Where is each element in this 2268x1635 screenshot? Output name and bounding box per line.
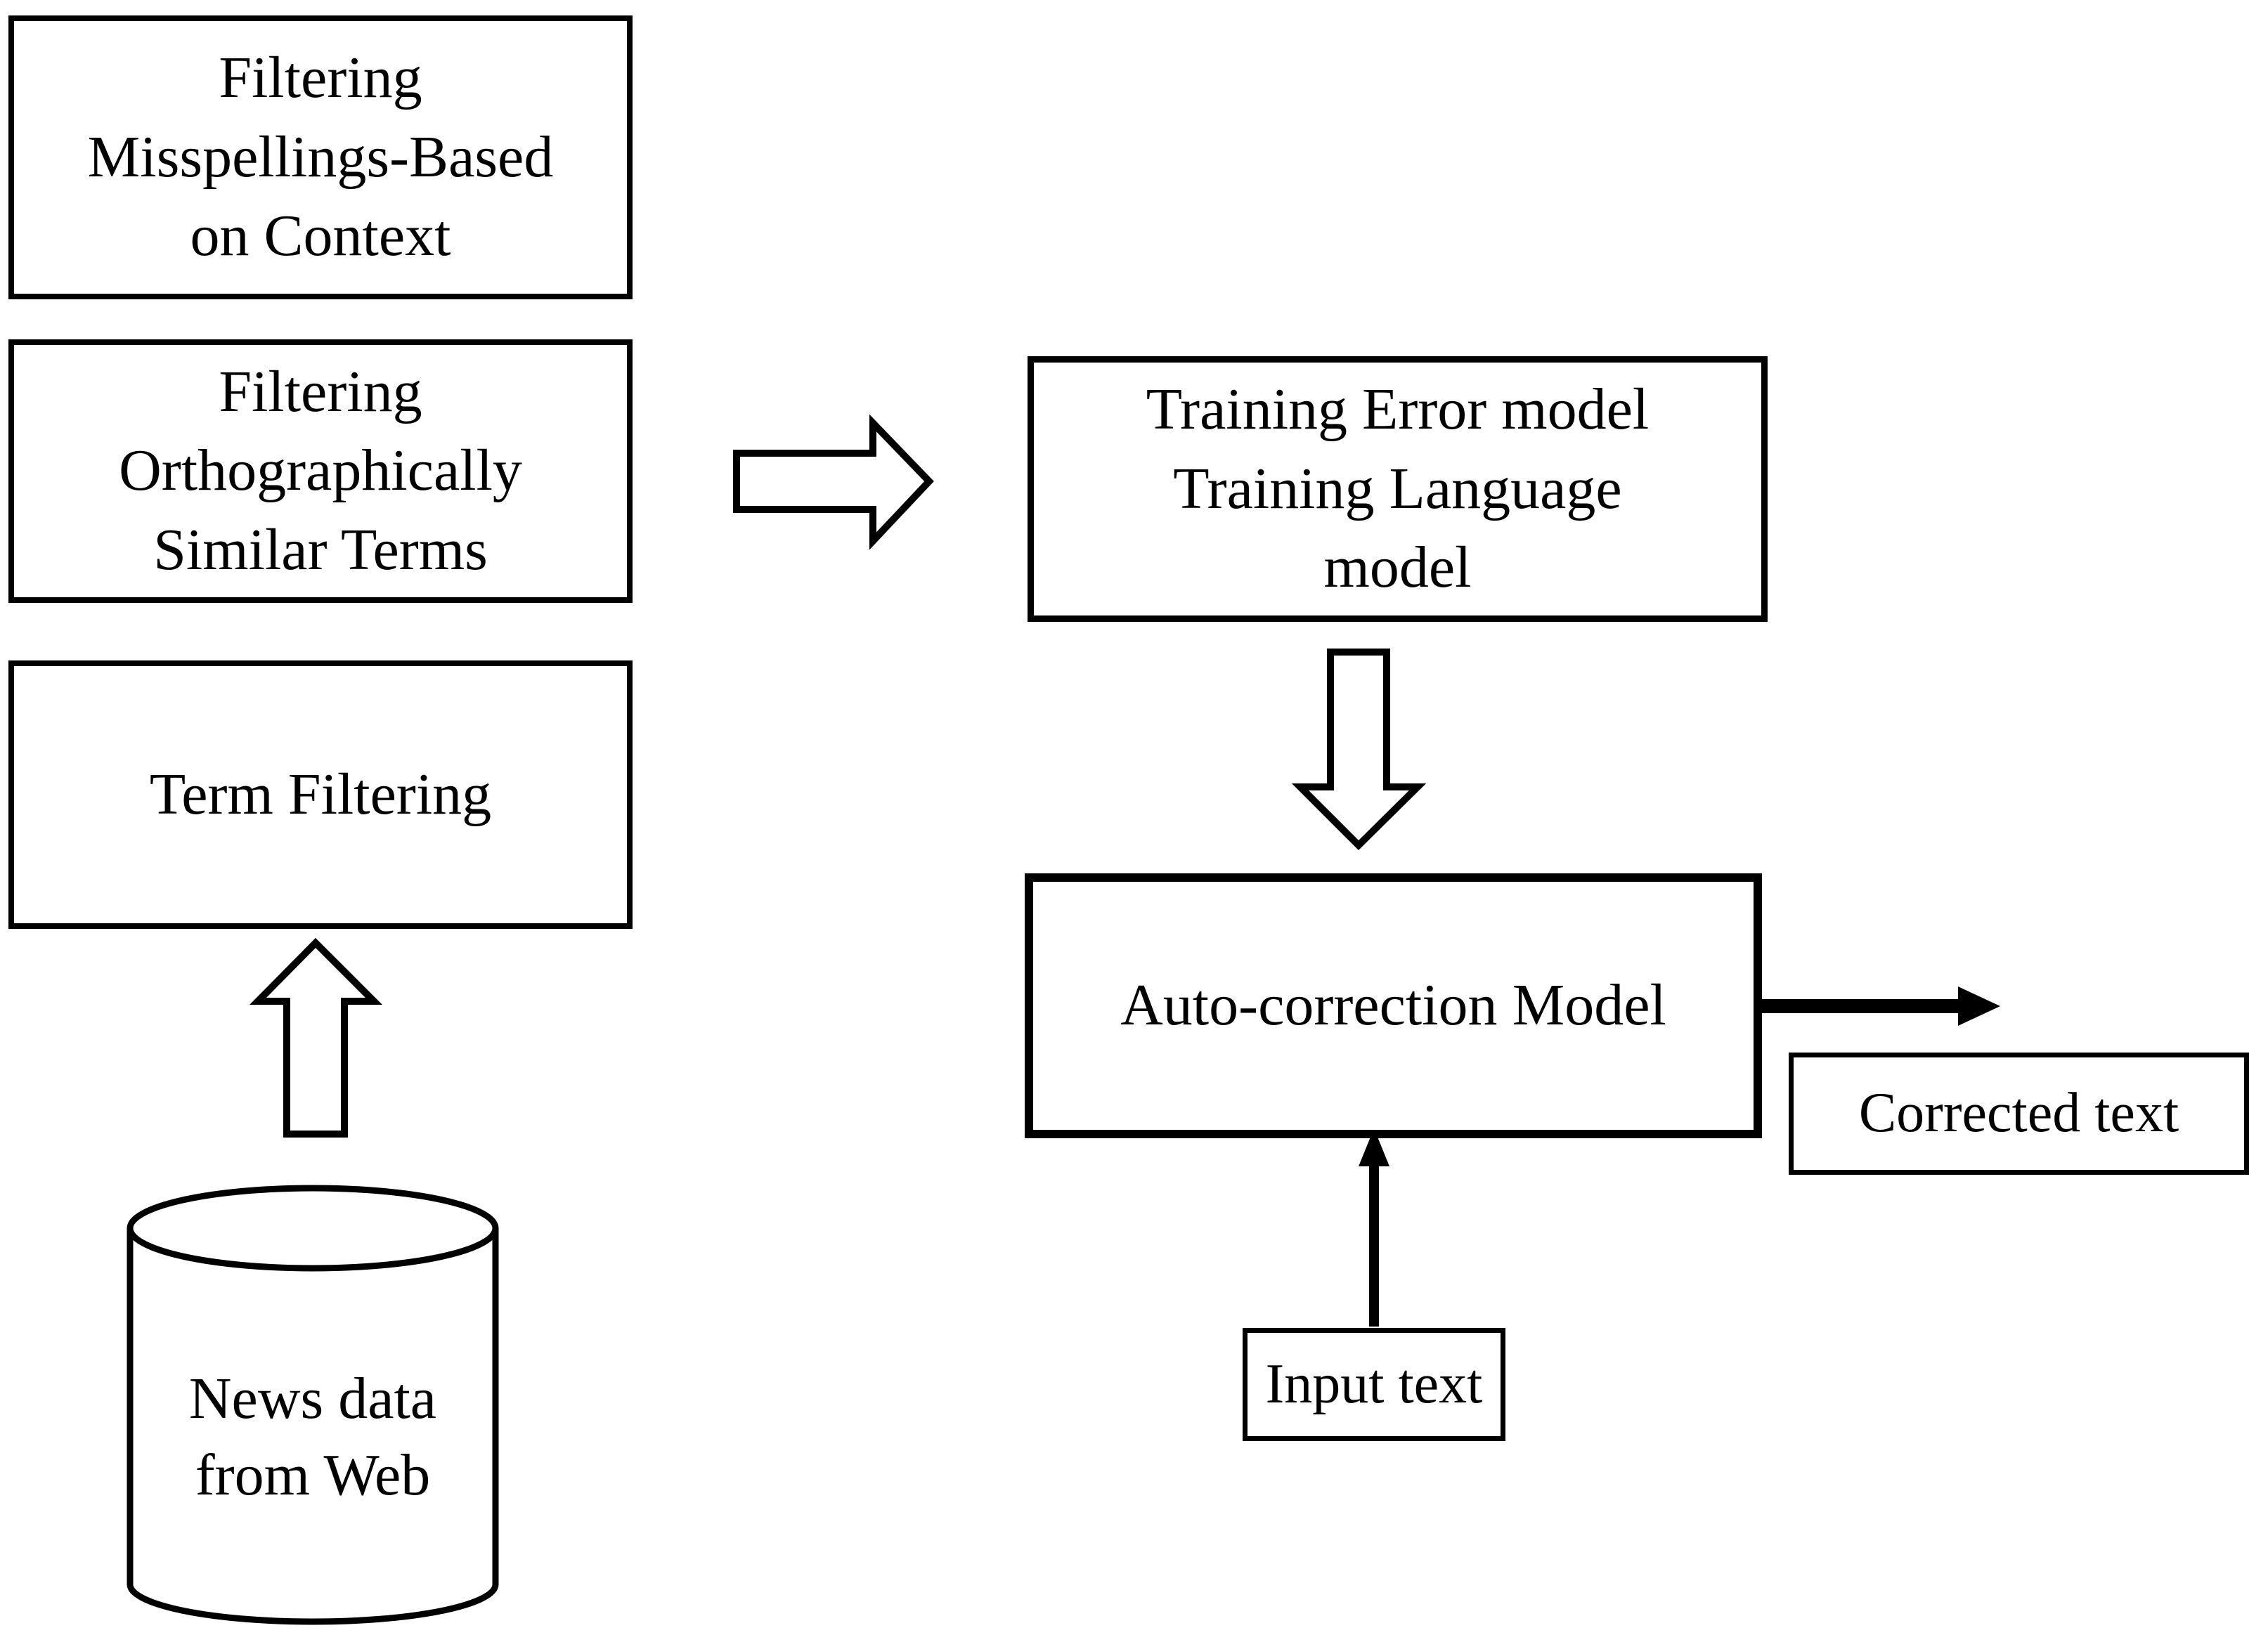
down-block-arrow bbox=[1291, 649, 1427, 851]
term-filtering-box: Term Filtering bbox=[8, 660, 633, 929]
term-filtering-label: Term Filtering bbox=[149, 761, 492, 827]
filtering-orthographic-label: Filtering Orthographically Similar Terms bbox=[119, 358, 522, 582]
right-block-arrow bbox=[733, 414, 934, 550]
input-arrow bbox=[1359, 1128, 1389, 1327]
filtering-misspellings-box: Filtering Misspellings-Based on Context bbox=[8, 15, 633, 299]
output-arrow bbox=[1762, 986, 2000, 1026]
auto-correction-model-label: Auto-correction Model bbox=[1120, 972, 1666, 1038]
training-models-label: Training Error model Training Language m… bbox=[1146, 377, 1650, 601]
news-database-label: News data from Web bbox=[188, 1365, 437, 1508]
up-block-arrow bbox=[250, 937, 383, 1138]
auto-correction-model-box: Auto-correction Model bbox=[1025, 873, 1762, 1138]
corrected-text-box: Corrected text bbox=[1789, 1053, 2249, 1175]
input-text-box: Input text bbox=[1243, 1328, 1505, 1441]
filtering-orthographic-box: Filtering Orthographically Similar Terms bbox=[8, 339, 633, 603]
input-text-label: Input text bbox=[1265, 1353, 1483, 1415]
training-models-box: Training Error model Training Language m… bbox=[1028, 356, 1768, 622]
corrected-text-label: Corrected text bbox=[1858, 1082, 2179, 1145]
filtering-misspellings-label: Filtering Misspellings-Based on Context bbox=[87, 45, 554, 269]
